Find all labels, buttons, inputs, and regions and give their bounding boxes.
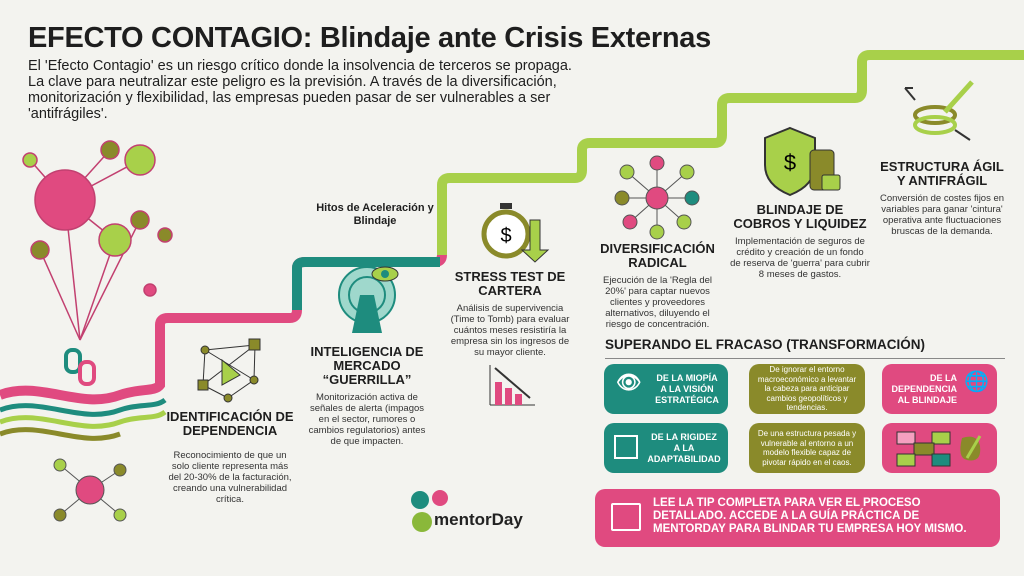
step-text: Reconocimiento de que un solo cliente re… [168,450,292,505]
hub-icon [614,155,700,240]
small-network-icon [53,458,127,522]
cta-banner[interactable]: LEE LA TIP COMPLETA PARA VER EL PROCESO … [595,489,1000,547]
svg-text:$: $ [500,225,511,247]
spring-arrows-icon [904,80,974,141]
cube-icon [614,435,638,459]
modular-blocks-icon [896,431,982,467]
step-estructura: ESTRUCTURA ÁGIL Y ANTIFRÁGIL Conversión d… [878,159,1006,238]
lime-path [437,50,1024,255]
network-icon [197,338,261,403]
step-title: DIVERSIFICACIÓN RADICAL [600,241,715,270]
cloud-eye-icon: 👁 [616,372,642,394]
card-text: DE LA RIGIDEZ A LA ADAPTABILIDAD [647,431,721,464]
card-vision: 👁 DE LA MIOPÍA A LA VISIÓN ESTRATÉGICA [604,364,728,414]
step-text: Análisis de supervivencia (Time to Tomb)… [450,303,570,358]
step-title: STRESS TEST DE CARTERA [454,269,566,298]
card-dependencia: DE LA DEPENDENCIA AL BLINDAJE 🌐 [882,364,997,414]
step-title: INTELIGENCIA DE MERCADO “GUERRILLA” [310,344,424,387]
contagion-network-icon [22,140,173,341]
step-text: Conversión de costes fijos en variables … [879,193,1005,237]
card-text: DE LA MIOPÍA A LA VISIÓN ESTRATÉGICA [655,372,719,405]
card-text: De una estructura pesada y vulnerable al… [757,429,857,467]
shield-coins-icon: $ [764,126,841,197]
card-estructura: De una estructura pesada y vulnerable al… [749,423,865,473]
globe-arrow-icon: 🌐 [964,371,989,393]
step-title: ESTRUCTURA ÁGIL Y ANTIFRÁGIL [880,159,1004,188]
declining-bars-icon [489,365,535,406]
card-text: DE LA DEPENDENCIA AL BLINDAJE [891,372,957,405]
broken-chain-icon [64,348,96,386]
step-diversificacion: DIVERSIFICACIÓN RADICAL Ejecución de la '… [595,241,720,331]
step-blindaje: BLINDAJE DE COBROS Y LIQUIDEZ Implementac… [730,202,870,281]
page-title: EFECTO CONTAGIO: Blindaje ante Crisis Ex… [28,22,711,54]
step-text: Monitorización activa de señales de aler… [308,392,426,447]
radar-eye-icon [338,266,399,333]
stopwatch-dollar-icon: $ [481,203,550,263]
step-identificacion: IDENTIFICACIÓN DE DEPENDENCIA Reconocimie… [165,409,295,506]
card-modular-icon [882,423,997,473]
transformation-title: SUPERANDO EL FRACASO (TRANSFORMACIÓN) [605,337,1005,359]
step-text: Ejecución de la 'Regla del 20%' para cap… [602,275,713,330]
path-label: Hitos de Aceleración y Blindaje [316,202,434,227]
svg-text:$: $ [784,150,796,175]
step-stress-test: STRESS TEST DE CARTERA Análisis de superv… [450,269,570,359]
cta-text: LEE LA TIP COMPLETA PARA VER EL PROCESO … [653,497,967,535]
card-text: De ignorar el entorno macroeconómico a l… [757,365,857,413]
step-text: Implementación de seguros de crédito y c… [730,236,870,280]
step-title: BLINDAJE DE COBROS Y LIQUIDEZ [733,202,867,231]
step-inteligencia: INTELIGENCIA DE MERCADO “GUERRILLA” Monit… [307,344,427,448]
mentorday-logo: mentorDay [410,490,523,545]
book-arrow-icon [611,503,641,531]
card-entorno: De ignorar el entorno macroeconómico a l… [749,364,865,414]
teal-path [292,257,440,310]
step-title: IDENTIFICACIÓN DE DEPENDENCIA [166,409,294,438]
card-adaptabilidad: DE LA RIGIDEZ A LA ADAPTABILIDAD [604,423,728,473]
intro-text: El 'Efecto Contagio' es un riesgo crític… [28,58,572,122]
brand-name: mentorDay [434,510,523,529]
